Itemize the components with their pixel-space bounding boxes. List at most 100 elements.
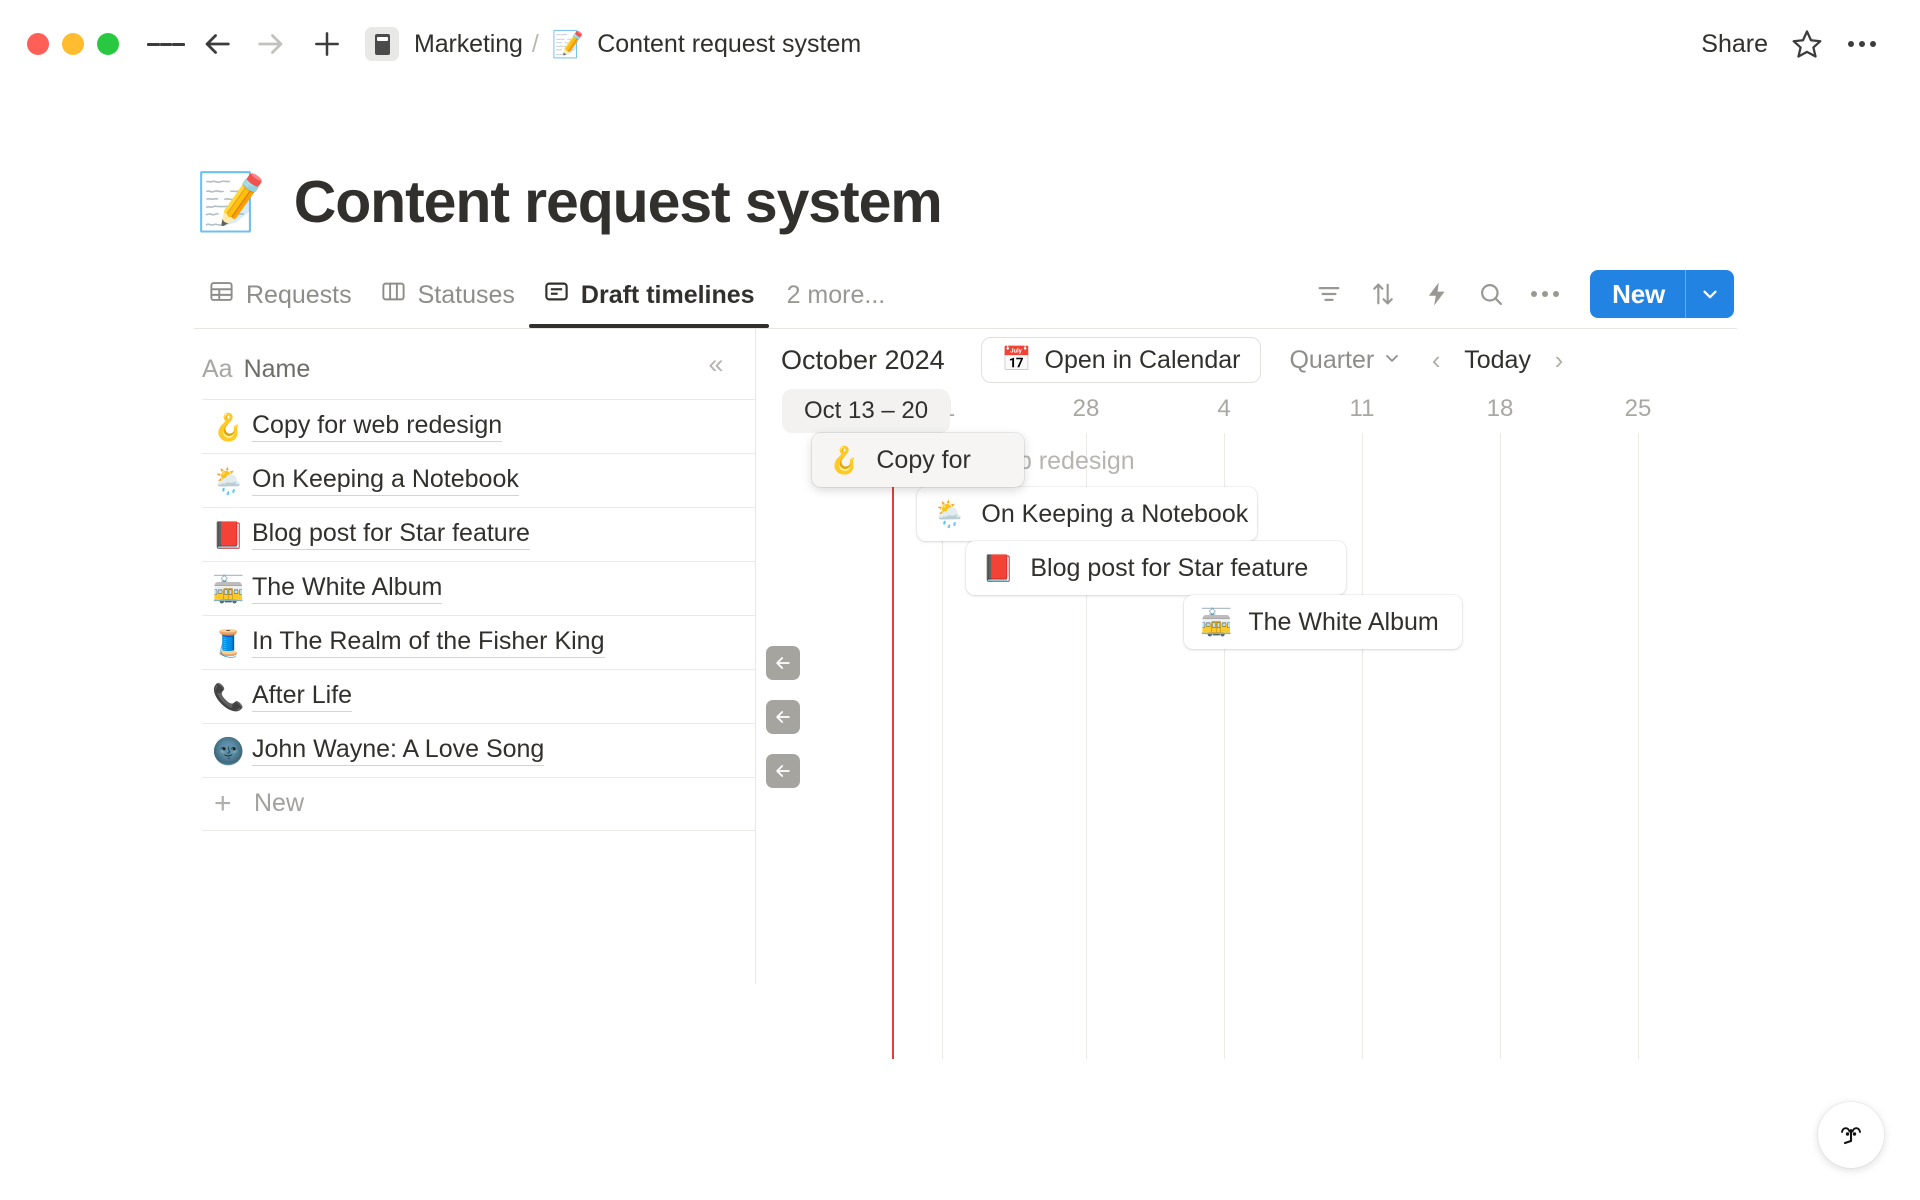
tab-bar-underline — [194, 328, 1737, 329]
tab-statuses[interactable]: Statuses — [366, 278, 529, 328]
bar-label: Copy for — [876, 445, 971, 474]
view-toolbar: New — [1302, 270, 1734, 328]
list-item[interactable]: 🚋 The White Album — [202, 561, 755, 615]
row-name[interactable]: The White Album — [252, 573, 443, 604]
filter-icon[interactable] — [1302, 270, 1356, 318]
tab-requests[interactable]: Requests — [194, 278, 366, 328]
share-button[interactable]: Share — [1701, 29, 1768, 58]
name-column-label: Name — [243, 354, 311, 383]
tab-statuses-label: Statuses — [417, 280, 515, 309]
bar-emoji: 🌦️ — [933, 499, 966, 529]
list-item[interactable]: 🌚 John Wayne: A Love Song — [202, 723, 755, 777]
row-emoji: 🚋 — [212, 573, 245, 604]
breadcrumb-workspace[interactable]: Marketing — [414, 29, 523, 58]
timeline-toolbar: October 2024 📅 Open in Calendar Quarter … — [756, 329, 1737, 391]
breadcrumb-page[interactable]: Content request system — [597, 29, 862, 58]
maximize-button[interactable] — [97, 33, 119, 55]
list-item[interactable]: 🪝 Copy for web redesign — [202, 399, 755, 453]
jump-to-item-button[interactable] — [766, 754, 800, 788]
timeline-name-panel: « Aa Name 🪝 Copy for web redesign 🌦️ On … — [194, 329, 755, 1059]
grid-line — [1086, 433, 1087, 1059]
breadcrumb-separator: / — [531, 29, 539, 58]
close-button[interactable] — [27, 33, 49, 55]
forward-icon[interactable] — [249, 22, 293, 66]
row-emoji: 🌚 — [212, 735, 245, 766]
grid-line — [1224, 433, 1225, 1059]
timeline-chart: October 2024 📅 Open in Calendar Quarter … — [756, 329, 1737, 1059]
bar-label: Blog post for Star feature — [1030, 553, 1309, 582]
ruler-tick: 4 — [1217, 395, 1231, 422]
page-title[interactable]: Content request system — [293, 169, 943, 235]
timeline-icon — [543, 278, 570, 312]
view-tabs: Requests Statuses — [194, 278, 899, 328]
timeline-bar[interactable]: 📕 Blog post for Star feature — [966, 541, 1346, 595]
timeline-bar[interactable]: 🪝 Copy for — [812, 433, 1024, 487]
date-range-chip: Oct 13 – 20 — [782, 389, 951, 433]
sidebar-toggle-icon[interactable] — [147, 25, 186, 63]
timeline-bar[interactable]: 🚋 The White Album — [1184, 595, 1462, 649]
row-name[interactable]: In The Realm of the Fisher King — [252, 627, 605, 658]
month-label: October 2024 — [781, 344, 945, 375]
plus-icon: + — [214, 787, 232, 820]
row-emoji: 📞 — [212, 681, 245, 712]
row-name[interactable]: Blog post for Star feature — [252, 519, 530, 550]
row-name[interactable]: Copy for web redesign — [252, 411, 503, 442]
breadcrumb-page-emoji: 📝 — [551, 29, 585, 59]
page-more-icon[interactable] — [1834, 22, 1890, 66]
favorite-star-icon[interactable] — [1780, 22, 1834, 66]
title-bar: Marketing / 📝 Content request system Sha… — [0, 0, 1920, 88]
new-page-icon[interactable] — [307, 24, 347, 64]
chevron-double-left-icon[interactable]: « — [708, 348, 724, 379]
next-period-button[interactable]: › — [1554, 344, 1564, 375]
lightning-icon[interactable] — [1410, 270, 1464, 318]
today-marker-line — [892, 439, 894, 1059]
view-more-icon[interactable] — [1518, 270, 1572, 318]
new-button[interactable]: New — [1590, 270, 1734, 318]
arrow-left-icon — [776, 765, 790, 777]
timeline-bar[interactable]: 🌦️ On Keeping a Notebook — [917, 487, 1257, 541]
list-item[interactable]: 🧵 In The Realm of the Fisher King — [202, 615, 755, 669]
row-name[interactable]: John Wayne: A Love Song — [252, 735, 545, 766]
row-emoji: 🪝 — [212, 411, 245, 442]
row-name[interactable]: After Life — [252, 681, 353, 712]
list-item[interactable]: 🌦️ On Keeping a Notebook — [202, 453, 755, 507]
jump-to-item-button[interactable] — [766, 700, 800, 734]
sort-icon[interactable] — [1356, 270, 1410, 318]
chevron-down-icon[interactable] — [1686, 270, 1734, 318]
zoom-level-select[interactable]: Quarter — [1289, 346, 1402, 375]
bar-emoji: 🪝 — [828, 445, 861, 475]
grid-line — [1500, 433, 1501, 1059]
table-icon — [208, 278, 235, 312]
breadcrumb-workspace-icon[interactable] — [365, 27, 399, 61]
back-icon[interactable] — [195, 22, 239, 66]
board-icon — [380, 278, 407, 312]
list-item[interactable]: 📕 Blog post for Star feature — [202, 507, 755, 561]
list-item[interactable]: 📞 After Life — [202, 669, 755, 723]
page-emoji[interactable]: 📝 — [196, 170, 266, 233]
jump-to-item-button[interactable] — [766, 646, 800, 680]
open-in-calendar-button[interactable]: 📅 Open in Calendar — [980, 337, 1262, 383]
calendar-icon: 📅 — [1001, 346, 1032, 373]
name-column-type-label: Aa — [202, 354, 233, 383]
add-row-button[interactable]: + New — [202, 777, 755, 831]
zoom-level-label: Quarter — [1289, 345, 1375, 374]
timeline-row-list: 🪝 Copy for web redesign 🌦️ On Keeping a … — [202, 399, 755, 831]
name-column-header[interactable]: Aa Name — [202, 347, 310, 391]
previous-period-button[interactable]: ‹ — [1431, 344, 1441, 375]
add-row-label: New — [254, 789, 305, 817]
grid-line — [942, 433, 943, 1059]
minimize-button[interactable] — [62, 33, 84, 55]
face-icon — [1841, 1127, 1861, 1145]
tab-requests-label: Requests — [246, 280, 352, 309]
timeline-view: « Aa Name 🪝 Copy for web redesign 🌦️ On … — [194, 329, 1737, 1059]
tab-draft-timelines[interactable]: Draft timelines — [528, 278, 769, 328]
help-bubble-button[interactable] — [1818, 1102, 1884, 1168]
today-button[interactable]: Today — [1464, 345, 1531, 374]
tabs-more-button[interactable]: 2 more... — [786, 280, 886, 309]
row-emoji: 🌦️ — [212, 465, 245, 496]
search-icon[interactable] — [1464, 270, 1518, 318]
bar-label: On Keeping a Notebook — [981, 499, 1249, 528]
view-tab-bar: Requests Statuses — [194, 264, 1734, 328]
row-name[interactable]: On Keeping a Notebook — [252, 465, 519, 496]
